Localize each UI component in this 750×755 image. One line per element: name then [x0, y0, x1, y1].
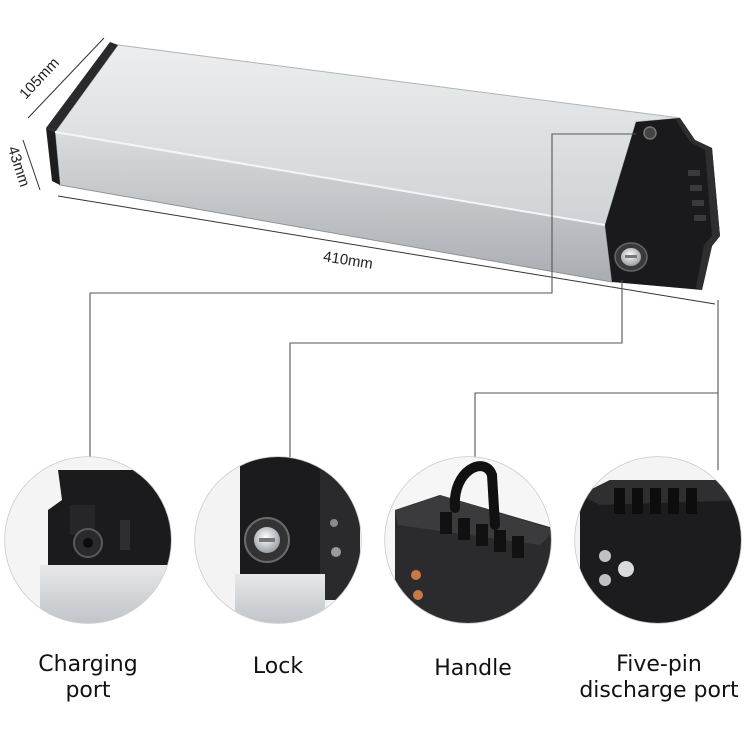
- callout-label-line: Five-pin: [616, 652, 702, 677]
- detail-charging-port: [4, 456, 172, 624]
- battery-body: [46, 42, 681, 283]
- pin-slot-icon: [614, 488, 625, 514]
- callout-label-handle: Handle: [393, 656, 553, 682]
- lock-icon: [614, 242, 648, 272]
- screw-icon: [643, 126, 657, 140]
- dimension-lines: [22, 37, 716, 305]
- detail-discharge-port: [574, 456, 742, 624]
- callout-label-discharge-port: Five-pin discharge port: [572, 652, 746, 704]
- callout-lines: [89, 133, 719, 470]
- detail-lock: [194, 456, 362, 624]
- callout-label-lock: Lock: [198, 654, 358, 680]
- handle-icon: [449, 461, 500, 530]
- detail-handle: [384, 456, 552, 624]
- callout-label-line: port: [65, 678, 111, 703]
- callout-label-line: discharge port: [579, 678, 739, 703]
- callout-label-line: Handle: [434, 656, 512, 681]
- callout-label-charging-port: Charging port: [8, 652, 168, 704]
- callout-label-line: Charging: [38, 652, 138, 677]
- callout-label-line: Lock: [252, 654, 304, 679]
